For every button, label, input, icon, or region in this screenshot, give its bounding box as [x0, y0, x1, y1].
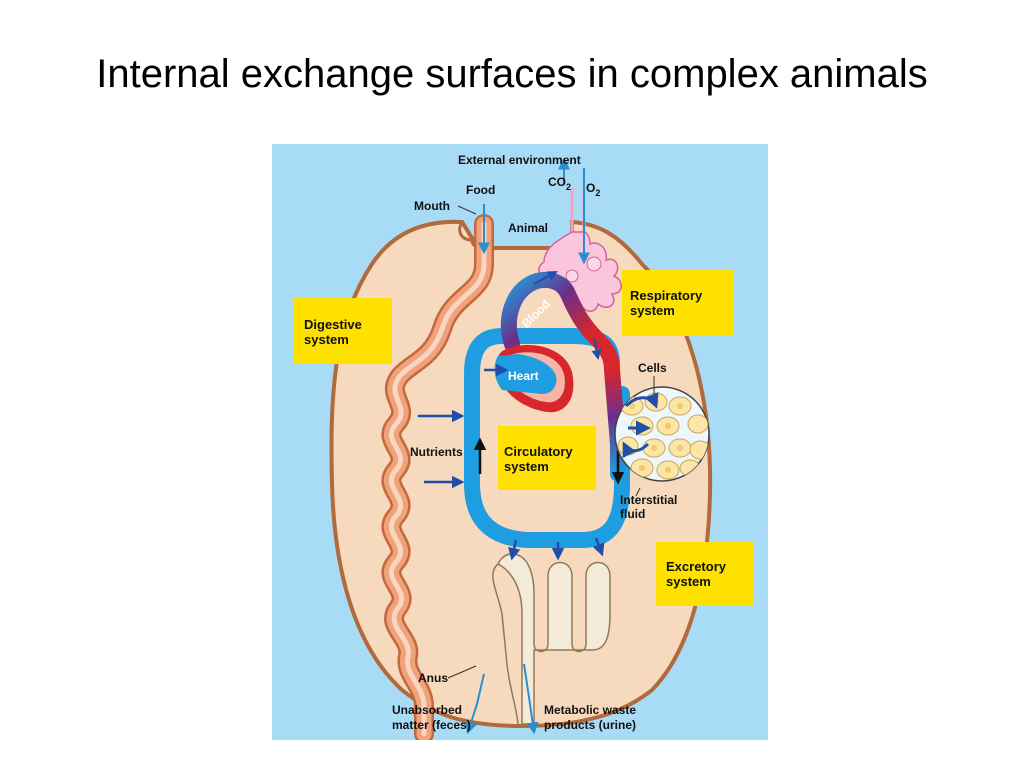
- circulatory-system-box: [498, 426, 596, 490]
- nutrients-label: Nutrients: [410, 445, 463, 459]
- cells-label: Cells: [638, 361, 667, 375]
- slide-title: Internal exchange surfaces in complex an…: [96, 52, 928, 96]
- feces-arrow: [465, 673, 485, 735]
- heart-label: Heart: [508, 369, 539, 383]
- excretory-system-box: [656, 542, 754, 606]
- digestive-system-box: [294, 298, 392, 364]
- metabolic-waste-label: Metabolic waste products (urine): [544, 703, 639, 732]
- anus-label: Anus: [418, 671, 448, 685]
- excretory-system-label: Excretory system: [666, 559, 730, 589]
- digestive-system-label: Digestive system: [304, 317, 365, 347]
- interstitial-fluid-label: Interstitial fluid: [620, 493, 681, 521]
- o2-label: O2: [586, 181, 600, 198]
- food-label: Food: [466, 183, 495, 197]
- external-environment-label: External environment: [458, 153, 581, 167]
- co2-label: CO2: [548, 175, 571, 192]
- cells-cluster: [614, 386, 710, 482]
- animal-label: Animal: [508, 221, 548, 235]
- circulatory-loop: [464, 328, 630, 548]
- unabsorbed-label: Unabsorbed matter (feces): [392, 703, 471, 732]
- urine-arrow: [523, 663, 539, 735]
- circulatory-system-label: Circulatory system: [504, 444, 576, 474]
- mouth-label: Mouth: [414, 199, 450, 213]
- exchange-diagram: Heart Blood: [272, 144, 768, 740]
- respiratory-system-box: [622, 270, 734, 336]
- respiratory-system-label: Respiratory system: [630, 288, 706, 318]
